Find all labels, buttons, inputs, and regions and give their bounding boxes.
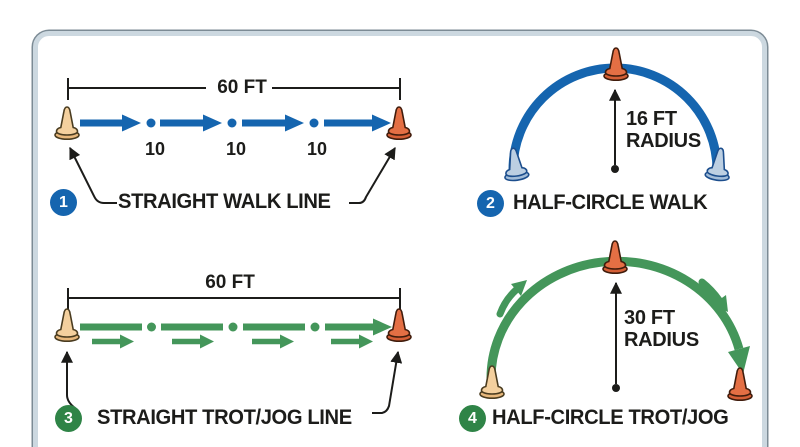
section-label-half-circle-walk: HALF-CIRCLE WALK xyxy=(513,191,708,214)
radius-word-walk: RADIUS xyxy=(626,130,701,152)
walk-arrow-line xyxy=(80,114,391,132)
dimension-label-walk: 60 FT xyxy=(217,77,267,98)
interval-dot xyxy=(147,322,156,332)
step-badge-4: 4 xyxy=(459,405,486,432)
end-cone-icon xyxy=(386,106,412,140)
radius-arrow-30ft xyxy=(610,281,622,392)
arc-right-cone-icon xyxy=(704,147,730,182)
straight-walk-line-diagram xyxy=(54,78,412,204)
trot-arrow-line xyxy=(80,318,392,349)
leader-right-cone xyxy=(372,350,403,414)
dimension-label-trot: 60 FT xyxy=(205,272,255,293)
half-circle-trot-jog-diagram xyxy=(479,240,753,401)
start-cone-icon xyxy=(54,106,80,140)
interval-label: 10 xyxy=(306,139,328,159)
interval-dot xyxy=(228,322,238,332)
direction-arrow-up-icon xyxy=(496,280,527,318)
radius-value-walk: 16 FT xyxy=(626,108,677,130)
step-badge-3: 3 xyxy=(55,405,82,432)
section-label-half-circle-trot-jog: HALF-CIRCLE TROT/JOG xyxy=(492,406,729,429)
leader-left-cone xyxy=(69,146,117,204)
step-badge-1: 1 xyxy=(50,189,77,216)
arc-top-cone-icon xyxy=(603,47,629,81)
radius-word-trot: RADIUS xyxy=(624,329,699,351)
straight-trot-jog-line-diagram xyxy=(54,288,412,414)
interval-dot xyxy=(146,118,156,128)
trot-arc-arrowhead xyxy=(728,346,750,374)
direction-arrow-down-icon xyxy=(698,278,728,312)
circle-center-dot xyxy=(612,384,620,392)
interval-label: 10 xyxy=(144,139,166,159)
interval-dot xyxy=(227,118,237,128)
arc-top-cone-icon xyxy=(602,240,628,274)
arc-right-cone-icon xyxy=(727,367,753,401)
diagram-panel xyxy=(33,31,767,447)
circle-center-dot xyxy=(611,165,619,173)
interval-label: 10 xyxy=(225,139,247,159)
start-cone-icon xyxy=(54,308,80,342)
section-label-straight-trot-jog-line: STRAIGHT TROT/JOG LINE xyxy=(97,406,352,429)
dimension-line-60ft-trot xyxy=(67,288,401,310)
interval-dot xyxy=(310,322,320,332)
leader-right-cone xyxy=(349,146,396,204)
half-circle-walk-diagram xyxy=(504,47,730,182)
radius-value-trot: 30 FT xyxy=(624,307,675,329)
leader-left-cone xyxy=(61,350,76,409)
arc-left-cone-icon xyxy=(504,147,530,182)
radius-arrow-16ft xyxy=(609,88,621,173)
interval-dot xyxy=(309,118,319,128)
arc-left-cone-icon xyxy=(479,365,505,399)
end-cone-icon xyxy=(386,308,412,342)
step-badge-2: 2 xyxy=(477,190,504,217)
section-label-straight-walk-line: STRAIGHT WALK LINE xyxy=(118,190,331,213)
dimension-line-60ft-walk xyxy=(67,78,401,100)
